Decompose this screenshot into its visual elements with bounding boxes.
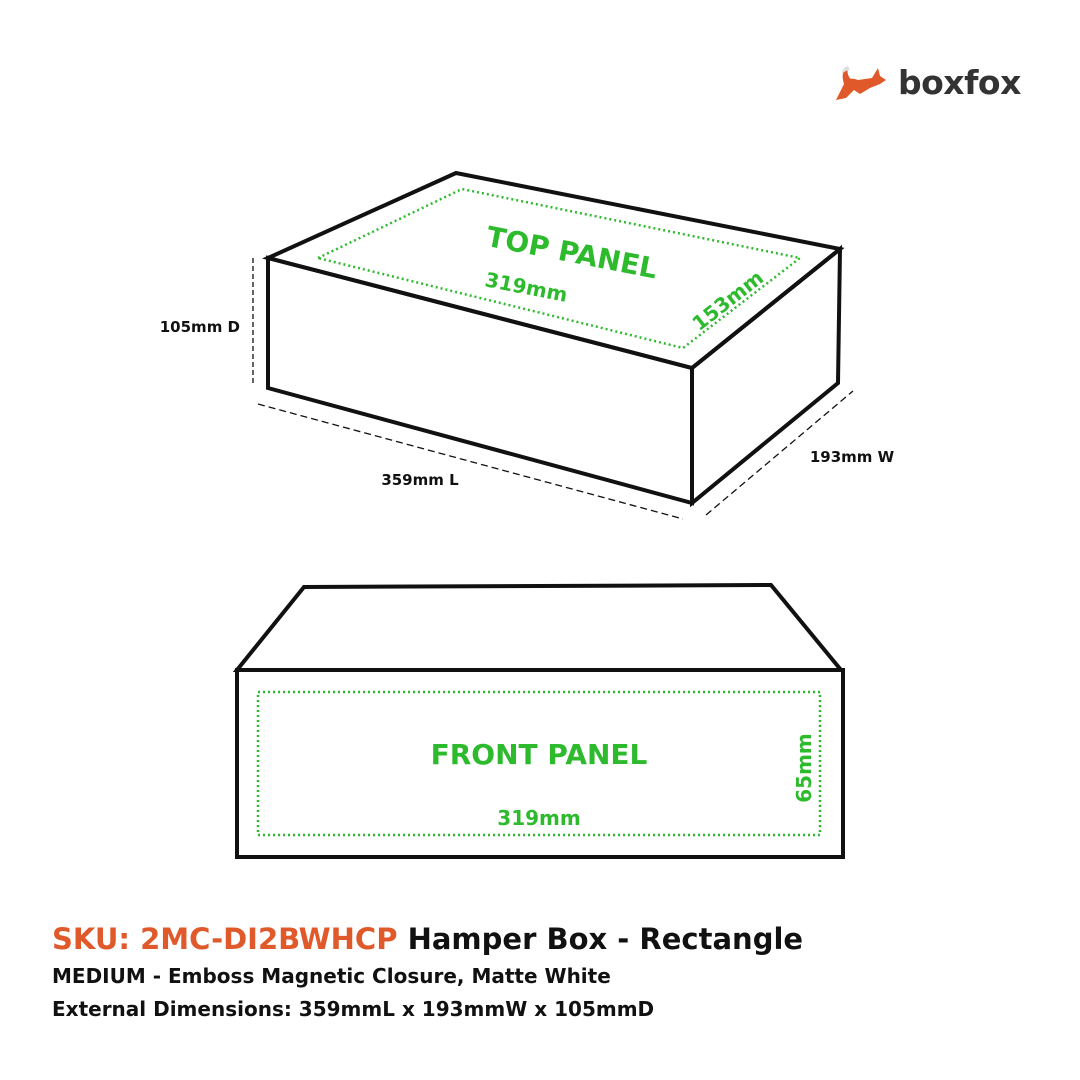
width-label: 193mm W [810,448,895,466]
front-panel-length: 319mm [497,806,580,830]
product-title: SKU: 2MC-DI2BWHCP Hamper Box - Rectangle [52,922,803,956]
front-outline [235,668,845,859]
depth-label: 105mm D [160,318,240,336]
box-side-face [690,244,843,508]
lid-outline [232,582,846,672]
length-dimension-line [257,403,684,520]
boxfox-logo: boxfox [834,62,1021,102]
width-dimension-line [705,390,854,516]
box-front-face [266,255,694,506]
front-panel-height: 65mm [792,733,816,803]
front-panel-label: FRONT PANEL [431,738,648,771]
top-panel-area [314,187,803,350]
product-subtitle: MEDIUM - Emboss Magnetic Closure, Matte … [52,964,611,988]
product-dimensions: External Dimensions: 359mmL x 193mmW x 1… [52,997,655,1021]
front-panel-area [256,690,822,837]
sku: SKU: 2MC-DI2BWHCP [52,922,398,956]
length-label: 359mm L [381,471,459,489]
fox-icon [836,66,886,100]
box-3d [262,170,845,508]
product-name: Hamper Box - Rectangle [407,922,804,956]
box-front-view [232,582,846,859]
brand-name: boxfox [898,62,1021,102]
top-panel-width: 153mm [687,265,768,335]
